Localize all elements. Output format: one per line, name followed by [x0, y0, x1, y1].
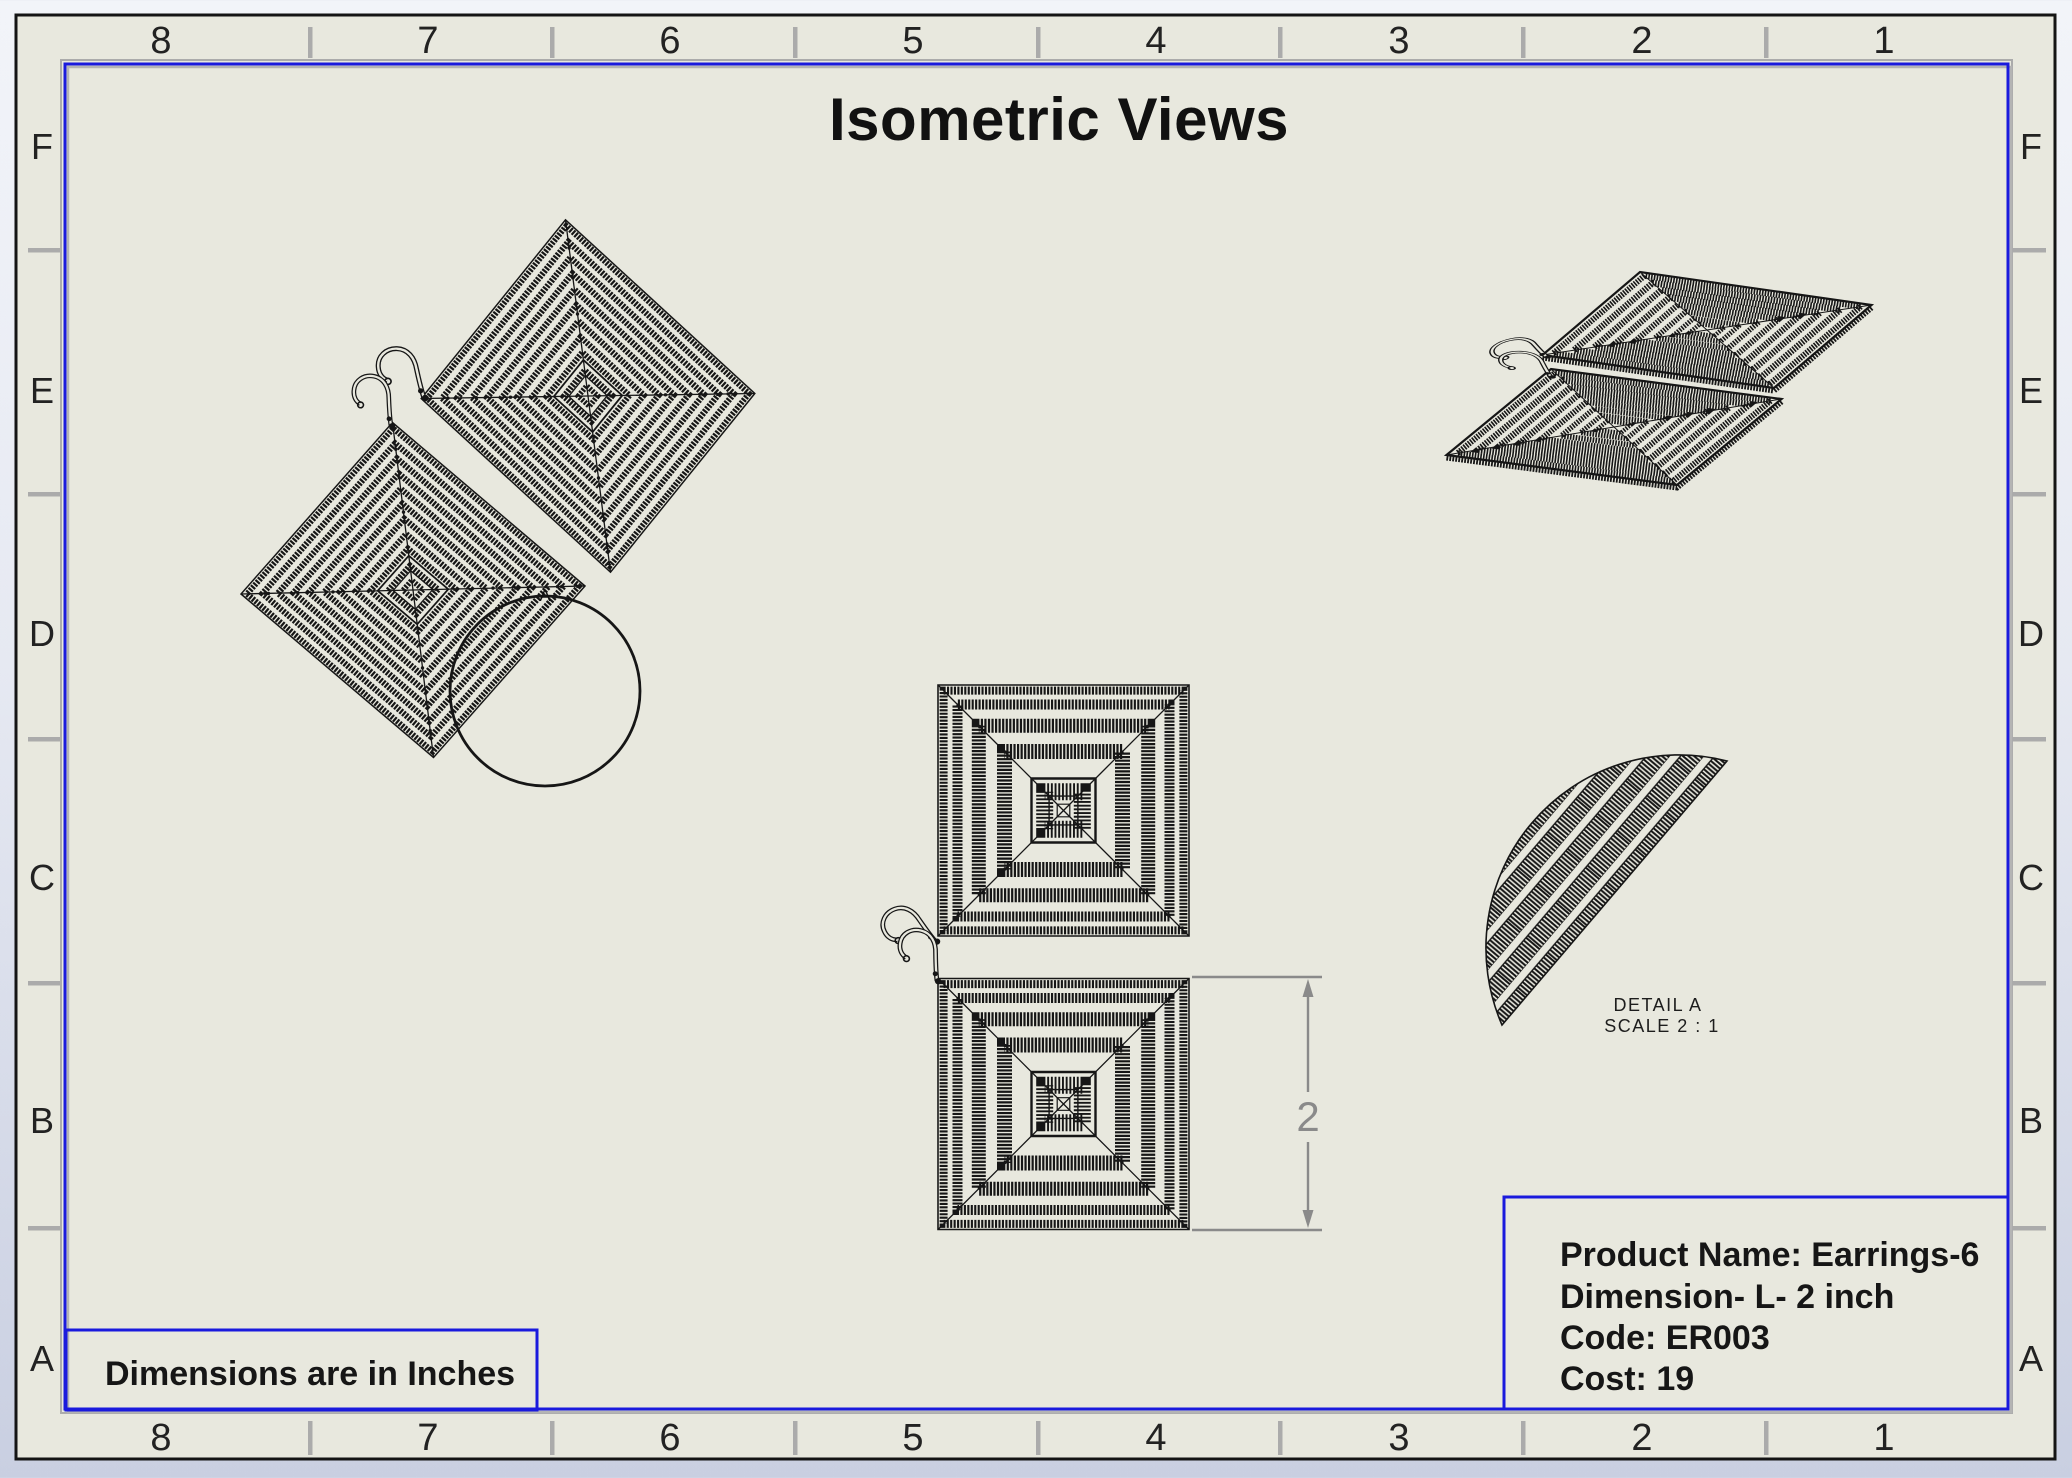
svg-text:3: 3	[1388, 1417, 1409, 1459]
svg-text:5: 5	[902, 20, 923, 62]
svg-text:Cost: 19: Cost: 19	[1560, 1360, 1694, 1398]
svg-text:7: 7	[417, 20, 438, 62]
svg-text:2: 2	[1631, 20, 1652, 62]
svg-text:6: 6	[659, 1417, 680, 1459]
svg-text:D: D	[2018, 613, 2044, 654]
svg-text:E: E	[2019, 370, 2043, 411]
svg-text:5: 5	[902, 1417, 923, 1459]
svg-text:B: B	[2019, 1100, 2043, 1141]
svg-text:F: F	[2020, 126, 2042, 167]
svg-text:B: B	[30, 1100, 54, 1141]
svg-text:SCALE 2 : 1: SCALE 2 : 1	[1604, 1016, 1720, 1036]
svg-text:Isometric Views: Isometric Views	[829, 86, 1289, 153]
svg-text:7: 7	[417, 1417, 438, 1459]
svg-text:8: 8	[150, 1417, 171, 1459]
svg-text:3: 3	[1388, 20, 1409, 62]
svg-text:A: A	[2019, 1338, 2043, 1379]
svg-text:4: 4	[1145, 1417, 1166, 1459]
svg-text:A: A	[30, 1338, 54, 1379]
svg-text:C: C	[2018, 857, 2044, 898]
svg-text:D: D	[29, 613, 55, 654]
svg-text:Dimension- L- 2 inch: Dimension- L- 2 inch	[1560, 1278, 1894, 1316]
svg-text:Dimensions are in Inches: Dimensions are in Inches	[105, 1355, 515, 1393]
svg-text:4: 4	[1145, 20, 1166, 62]
svg-text:C: C	[29, 857, 55, 898]
svg-text:6: 6	[659, 20, 680, 62]
svg-text:Product Name: Earrings-6: Product Name: Earrings-6	[1560, 1236, 1979, 1274]
svg-text:DETAIL A: DETAIL A	[1613, 995, 1702, 1015]
svg-text:Code: ER003: Code: ER003	[1560, 1319, 1770, 1357]
svg-text:F: F	[31, 126, 53, 167]
svg-text:E: E	[30, 370, 54, 411]
svg-text:1: 1	[1873, 1417, 1894, 1459]
svg-text:A: A	[539, 586, 551, 605]
svg-text:2: 2	[1296, 1093, 1319, 1140]
svg-text:8: 8	[150, 20, 171, 62]
svg-text:1: 1	[1873, 20, 1894, 62]
svg-text:2: 2	[1631, 1417, 1652, 1459]
